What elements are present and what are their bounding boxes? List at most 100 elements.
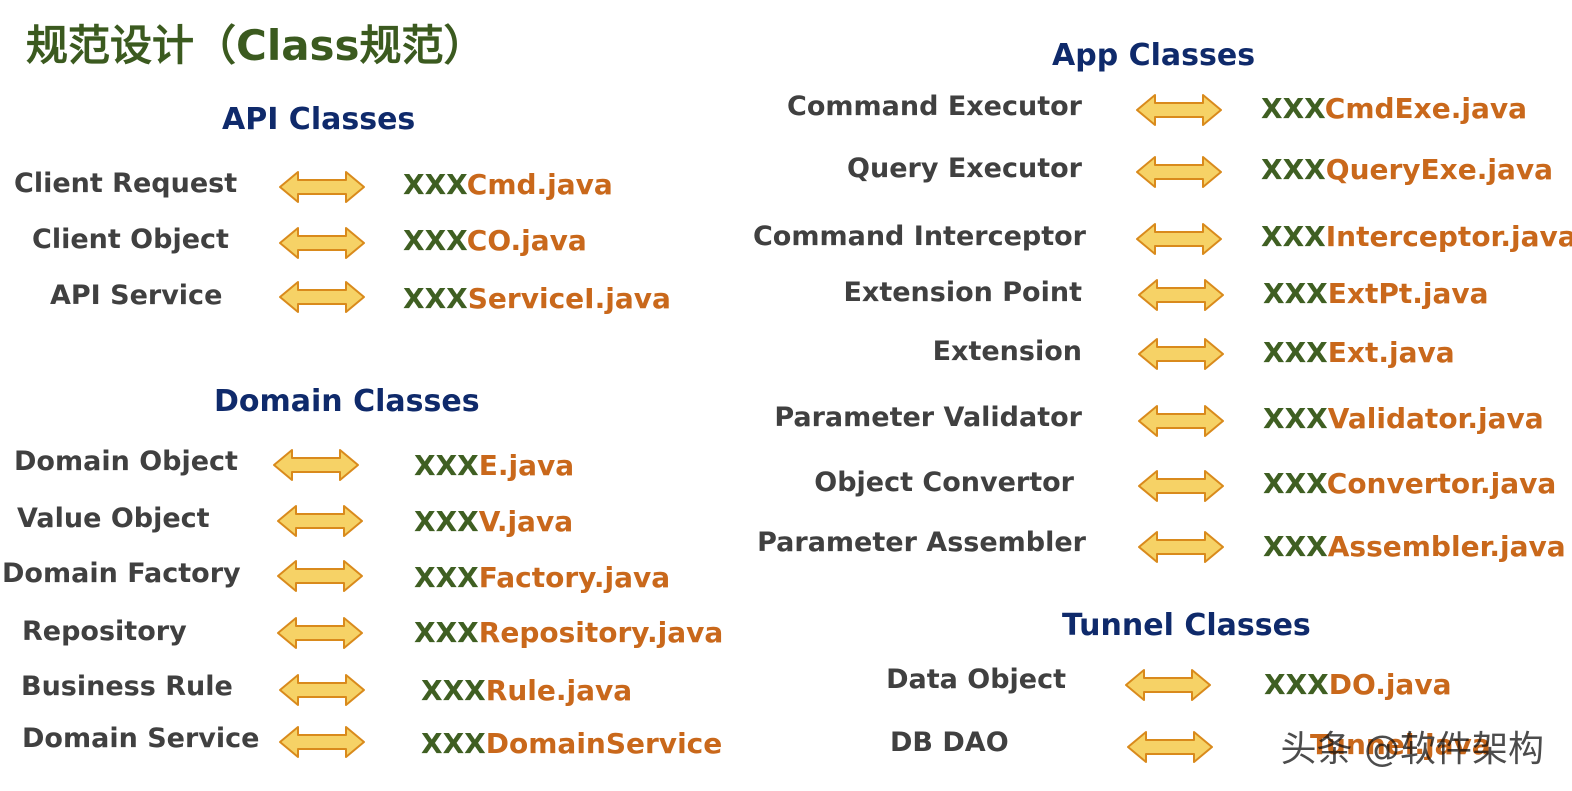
term-business-rule: Business Rule (21, 671, 233, 702)
double-arrow-icon (278, 673, 366, 707)
term-domain-service: Domain Service (22, 723, 260, 754)
term-object-convertor: Object Convertor (814, 467, 1074, 498)
filename-suffix: Convertor.java (1326, 467, 1557, 500)
filename-prefix: XXX (1261, 220, 1326, 253)
filename-suffix: QueryExe.java (1325, 153, 1554, 186)
term-data-object: Data Object (886, 664, 1066, 695)
filename-factory: XXXFactory.java (414, 561, 670, 594)
filename-suffix: Ext.java (1327, 336, 1455, 369)
double-arrow-icon (276, 616, 364, 650)
filename-prefix: XXX (421, 674, 486, 707)
filename-v: XXXV.java (414, 505, 573, 538)
filename-suffix: Rule.java (485, 674, 633, 707)
double-arrow-icon (278, 280, 366, 314)
filename-prefix: XXX (1261, 153, 1326, 186)
filename-repository: XXXRepository.java (414, 616, 723, 649)
filename-suffix: Repository.java (478, 616, 724, 649)
term-db-dao: DB DAO (890, 727, 1009, 758)
filename-ext: XXXExt.java (1263, 336, 1455, 369)
double-arrow-icon (272, 448, 360, 482)
double-arrow-icon (278, 725, 366, 759)
filename-prefix: XXX (1261, 92, 1325, 125)
filename-prefix: XXX (414, 616, 479, 649)
filename-prefix: XXX (414, 505, 479, 538)
filename-do: XXXDO.java (1264, 668, 1451, 701)
filename-extpt: XXXExtPt.java (1263, 277, 1489, 310)
filename-rule: XXXRule.java (421, 674, 632, 707)
watermark: 头条 @软件架构 (1280, 729, 1544, 770)
double-arrow-icon (1137, 278, 1225, 312)
filename-convertor: XXXConvertor.java (1263, 467, 1556, 500)
double-arrow-icon (1135, 93, 1223, 127)
filename-prefix: XXX (403, 282, 468, 315)
filename-validator: XXXValidator.java (1263, 402, 1544, 435)
filename-prefix: XXX (403, 224, 467, 257)
double-arrow-icon (1137, 530, 1225, 564)
term-parameter-validator: Parameter Validator (774, 402, 1082, 433)
filename-suffix: DomainService (485, 727, 723, 760)
filename-servicei: XXXServiceI.java (403, 282, 671, 315)
filename-e: XXXE.java (414, 449, 574, 482)
filename-suffix: Cmd.java (466, 168, 613, 201)
double-arrow-icon (278, 170, 366, 204)
filename-tunnel: Tunnel.java (1310, 728, 1491, 761)
term-client-object: Client Object (32, 224, 229, 255)
filename-prefix: XXX (1263, 530, 1328, 563)
filename-cmd: XXXCmd.java (403, 168, 613, 201)
filename-suffix: Validator.java (1327, 402, 1544, 435)
filename-suffix: Tunnel.java (1310, 728, 1491, 761)
filename-co: XXXCO.java (403, 224, 587, 257)
term-repository: Repository (22, 616, 187, 647)
double-arrow-icon (1137, 469, 1225, 503)
section-title-api: API Classes (222, 102, 416, 137)
term-command-interceptor: Command Interceptor (752, 221, 1086, 252)
filename-prefix: XXX (1263, 336, 1328, 369)
filename-cmdexe: XXXCmdExe.java (1261, 92, 1527, 125)
double-arrow-icon (1135, 222, 1223, 256)
term-parameter-assembler: Parameter Assembler (757, 527, 1086, 558)
filename-suffix: Factory.java (478, 561, 671, 594)
filename-interceptor: XXXInterceptor.java (1261, 220, 1572, 253)
filename-domainservice: XXXDomainService (421, 727, 722, 760)
filename-queryexe: XXXQueryExe.java (1261, 153, 1553, 186)
filename-prefix: XXX (1263, 277, 1328, 310)
term-domain-object: Domain Object (14, 446, 238, 477)
section-title-tunnel: Tunnel Classes (1062, 608, 1311, 643)
filename-suffix: ExtPt.java (1327, 277, 1489, 310)
section-title-app: App Classes (1052, 38, 1256, 73)
double-arrow-icon (1126, 730, 1214, 764)
term-api-service: API Service (50, 280, 223, 311)
filename-assembler: XXXAssembler.java (1263, 530, 1566, 563)
filename-suffix: Assembler.java (1327, 530, 1566, 563)
filename-suffix: CO.java (466, 224, 587, 257)
term-query-executor: Query Executor (847, 153, 1082, 184)
filename-prefix: XXX (414, 561, 479, 594)
filename-prefix: XXX (414, 449, 479, 482)
filename-suffix: DO.java (1328, 668, 1452, 701)
filename-prefix: XXX (1264, 668, 1329, 701)
filename-prefix: XXX (1263, 467, 1327, 500)
term-extension-point: Extension Point (843, 277, 1082, 308)
double-arrow-icon (1137, 337, 1225, 371)
filename-suffix: V.java (478, 505, 574, 538)
double-arrow-icon (1137, 404, 1225, 438)
filename-prefix: XXX (421, 727, 486, 760)
page-title: 规范设计（Class规范） (26, 21, 486, 70)
term-command-executor: Command Executor (787, 91, 1082, 122)
term-domain-factory: Domain Factory (2, 558, 241, 589)
term-value-object: Value Object (17, 503, 210, 534)
double-arrow-icon (1124, 668, 1212, 702)
filename-suffix: E.java (478, 449, 575, 482)
double-arrow-icon (278, 226, 366, 260)
filename-suffix: CmdExe.java (1324, 92, 1527, 125)
term-extension: Extension (932, 336, 1082, 367)
double-arrow-icon (276, 559, 364, 593)
filename-prefix: XXX (1263, 402, 1328, 435)
filename-suffix: Interceptor.java (1325, 220, 1572, 253)
double-arrow-icon (276, 504, 364, 538)
term-client-request: Client Request (14, 168, 238, 199)
section-title-domain: Domain Classes (214, 384, 480, 419)
filename-suffix: ServiceI.java (467, 282, 671, 315)
filename-prefix: XXX (403, 168, 467, 201)
double-arrow-icon (1135, 155, 1223, 189)
